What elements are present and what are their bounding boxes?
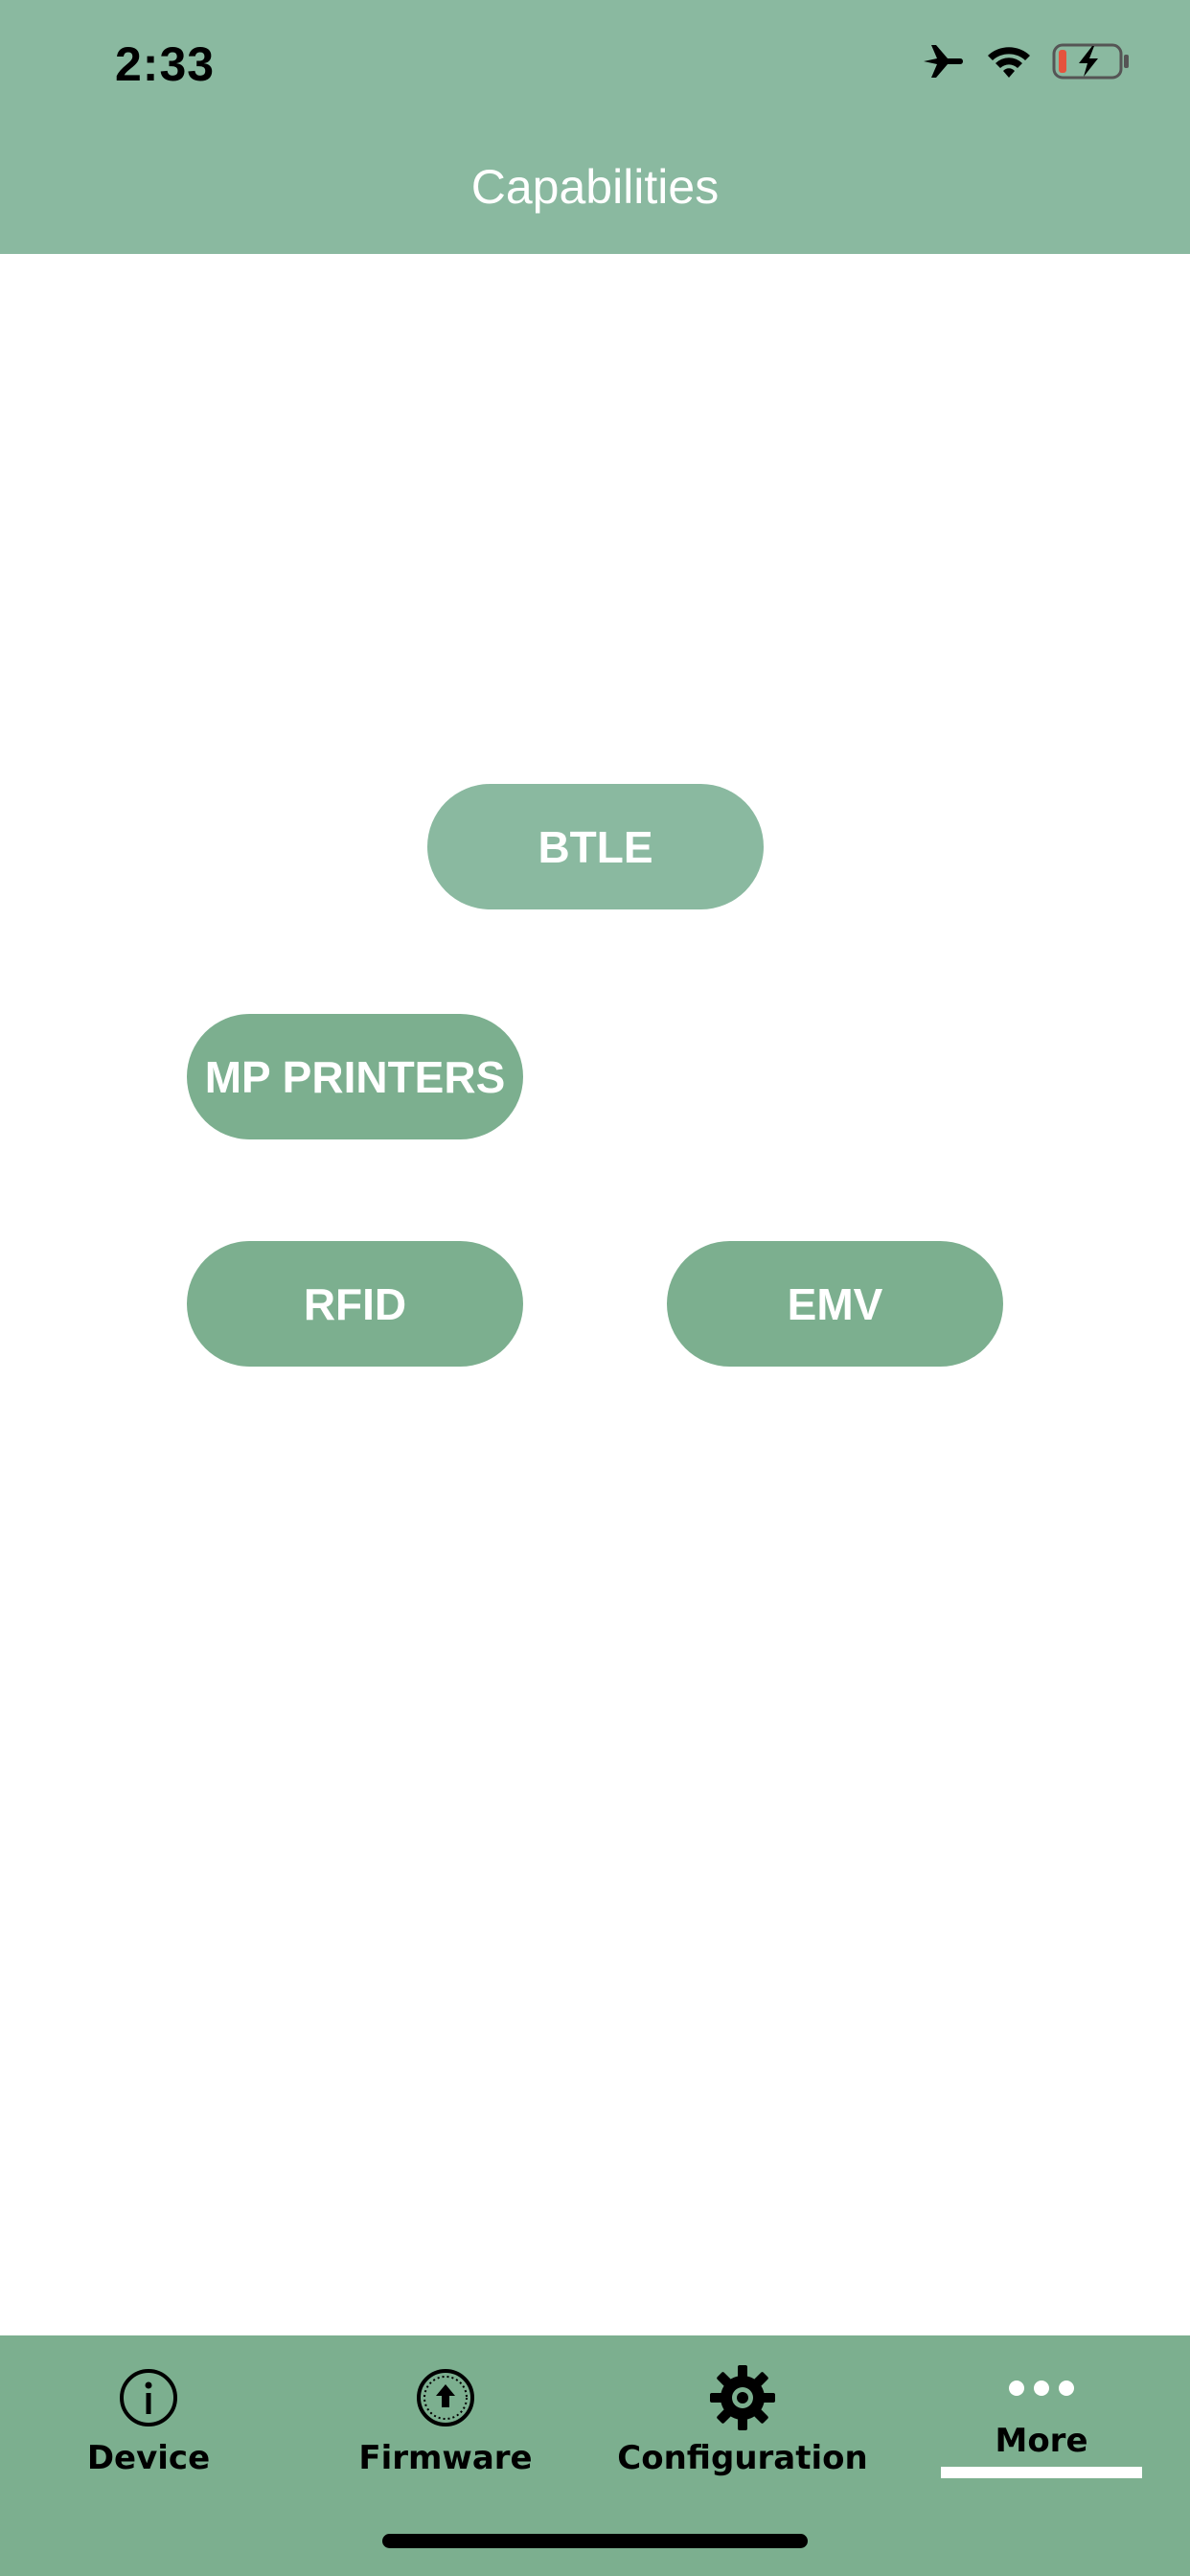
status-icons [903,42,1131,85]
mp-printers-button[interactable]: MP PRINTERS [187,1014,523,1139]
navigation-bar: Capabilities [0,126,1190,254]
tab-label: Device [86,2439,211,2477]
status-bar: 2:33 [0,0,1190,126]
capabilities-content: BTLE MP PRINTERS RFID EMV [0,254,1190,2335]
airplane-mode-icon [922,42,966,85]
gear-icon [708,2362,777,2433]
upload-circle-icon [415,2362,476,2433]
more-dots-icon [1007,2364,1076,2412]
tab-label: Firmware [358,2439,533,2477]
rfid-button[interactable]: RFID [187,1241,523,1367]
tab-more[interactable]: More [893,2335,1190,2489]
emv-button[interactable]: EMV [667,1241,1003,1367]
info-circle-icon [118,2362,179,2433]
battery-charging-icon [1052,42,1131,85]
tab-label: Configuration [617,2439,868,2477]
wifi-icon [985,43,1033,84]
tab-device[interactable]: Device [0,2335,297,2489]
tab-label: More [995,2422,1088,2460]
btle-button[interactable]: BTLE [427,784,764,909]
home-indicator[interactable] [382,2534,808,2548]
page-title: Capabilities [470,160,720,214]
tab-firmware[interactable]: Firmware [297,2335,594,2489]
tab-configuration[interactable]: Configuration [594,2335,891,2489]
status-time: 2:33 [115,37,216,91]
selected-tab-indicator [941,2467,1142,2478]
